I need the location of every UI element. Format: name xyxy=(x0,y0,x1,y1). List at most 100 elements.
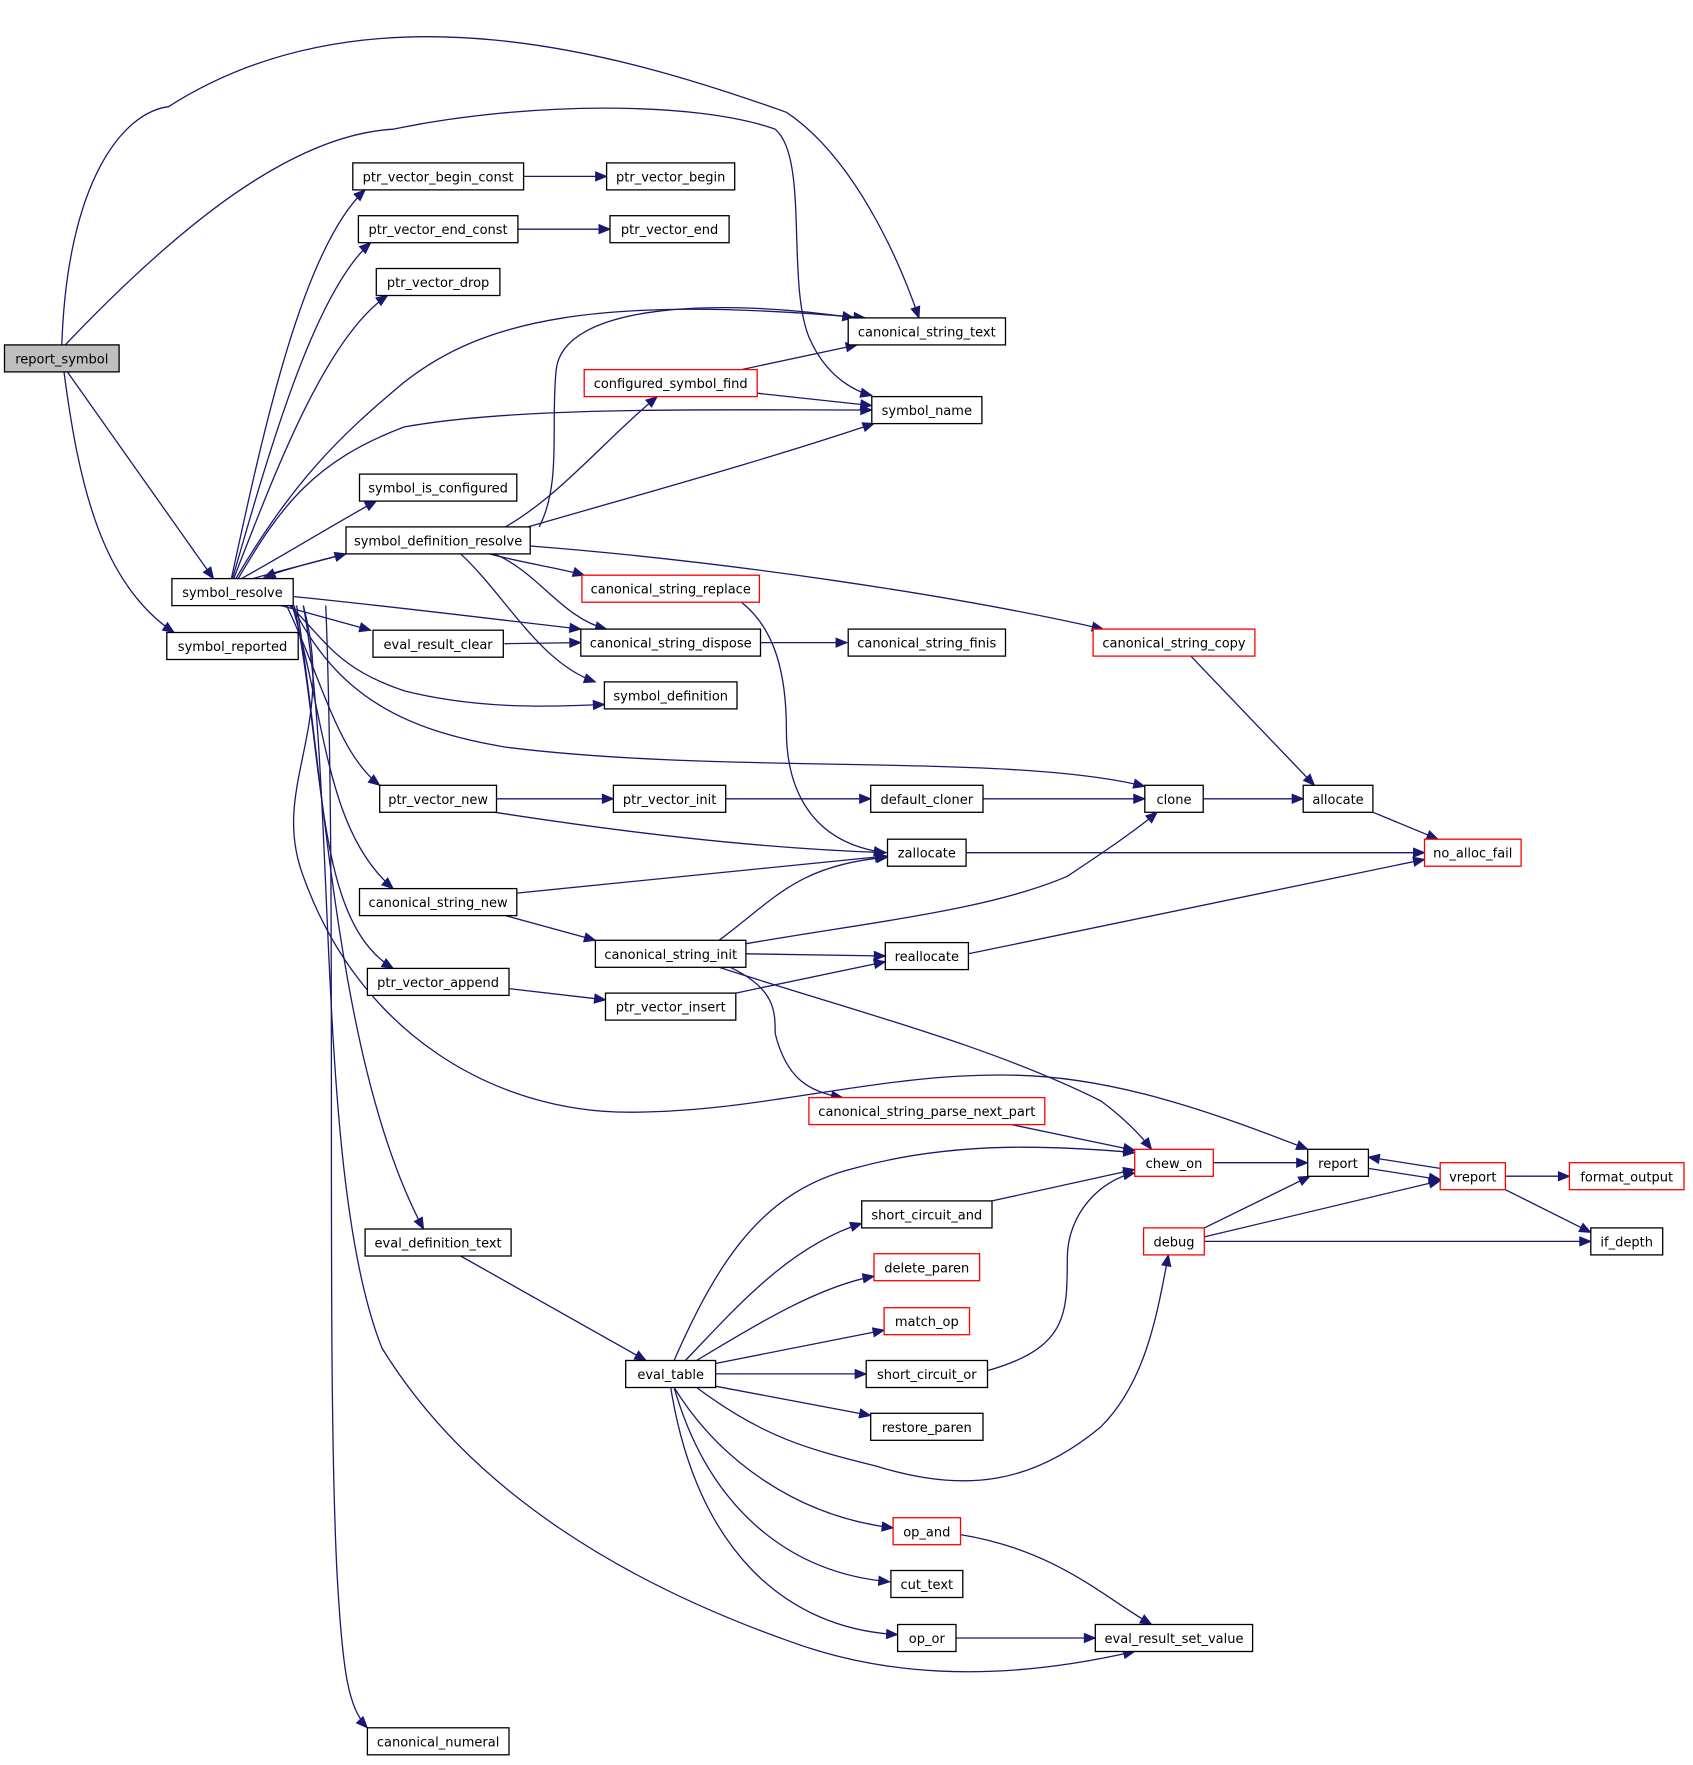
node-label: zallocate xyxy=(898,847,956,862)
node-debug[interactable]: debug xyxy=(1142,1227,1205,1256)
node-symbol-name[interactable]: symbol_name xyxy=(871,395,983,425)
node-label: eval_definition_text xyxy=(375,1237,502,1252)
node-eval-result-set-value[interactable]: eval_result_set_value xyxy=(1094,1623,1254,1653)
node-match-op[interactable]: match_op xyxy=(883,1307,971,1336)
edge-symbol_definition_resolve-to-canonical_string_text xyxy=(538,307,856,528)
node-canonical-string-new[interactable]: canonical_string_new xyxy=(358,887,518,917)
node-symbol-resolve[interactable]: symbol_resolve xyxy=(171,577,294,607)
node-no-alloc-fail[interactable]: no_alloc_fail xyxy=(1423,838,1522,867)
node-label: ptr_vector_begin_const xyxy=(363,170,514,185)
edge-symbol_resolve-to-clone xyxy=(291,605,1147,789)
edge-vreport-to-if_depth xyxy=(1505,1189,1592,1233)
node-label: op_or xyxy=(909,1632,946,1647)
node-configured-symbol-find[interactable]: configured_symbol_find xyxy=(583,368,758,398)
call-edges xyxy=(61,36,1593,1729)
node-label: symbol_name xyxy=(882,404,972,419)
node-label: chew_on xyxy=(1146,1157,1203,1172)
node-eval-table[interactable]: eval_table xyxy=(625,1359,717,1389)
node-label: symbol_is_configured xyxy=(368,482,508,497)
node-canonical-string-finis[interactable]: canonical_string_finis xyxy=(847,628,1007,657)
node-format-output[interactable]: format_output xyxy=(1568,1162,1685,1191)
node-label: canonical_string_init xyxy=(604,948,737,963)
node-label: short_circuit_or xyxy=(877,1368,977,1383)
node-op-and[interactable]: op_and xyxy=(892,1517,962,1546)
node-chew-on[interactable]: chew_on xyxy=(1134,1148,1214,1177)
edge-reallocate-to-no_alloc_fail xyxy=(968,856,1426,955)
edge-op_or-to-eval_result_set_value xyxy=(956,1632,1097,1644)
node-delete-paren[interactable]: delete_paren xyxy=(873,1253,981,1282)
node-cut-text[interactable]: cut_text xyxy=(890,1569,964,1599)
call-nodes: report_symbolsymbol_resolvesymbol_report… xyxy=(3,162,1685,1756)
edge-ptr_vector_init-to-default_cloner xyxy=(725,793,872,804)
node-eval-result-clear[interactable]: eval_result_clear xyxy=(372,629,504,658)
node-symbol-definition-resolve[interactable]: symbol_definition_resolve xyxy=(345,526,531,555)
edge-symbol_resolve-to-symbol_name xyxy=(237,404,874,579)
node-label: symbol_resolve xyxy=(182,586,283,601)
edge-debug-to-vreport xyxy=(1204,1178,1442,1238)
edge-configured_symbol_find-to-symbol_name xyxy=(757,392,874,410)
node-canonical-string-copy[interactable]: canonical_string_copy xyxy=(1092,628,1256,657)
node-label: ptr_vector_append xyxy=(377,976,499,991)
edge-ptr_vector_new-to-zallocate xyxy=(494,811,888,858)
node-canonical-string-dispose[interactable]: canonical_string_dispose xyxy=(580,628,762,657)
node-label: canonical_string_dispose xyxy=(590,637,752,652)
node-ptr-vector-end[interactable]: ptr_vector_end xyxy=(609,215,730,244)
edge-eval_definition_text-to-eval_table xyxy=(460,1255,648,1362)
edge-canonical_string_new-to-canonical_string_init xyxy=(505,914,597,943)
node-ptr-vector-new[interactable]: ptr_vector_new xyxy=(379,784,498,813)
node-short-circuit-or[interactable]: short_circuit_or xyxy=(865,1359,989,1389)
node-eval-definition-text[interactable]: eval_definition_text xyxy=(364,1228,512,1257)
node-clone[interactable]: clone xyxy=(1144,784,1204,813)
node-label: format_output xyxy=(1580,1170,1673,1185)
edge-symbol_resolve-to-canonical_numeral xyxy=(325,605,369,1729)
node-allocate[interactable]: allocate xyxy=(1302,784,1374,813)
node-canonical-string-init[interactable]: canonical_string_init xyxy=(594,939,747,968)
edge-symbol_resolve-to-ptr_vector_drop xyxy=(233,294,389,579)
node-ptr-vector-begin-const[interactable]: ptr_vector_begin_const xyxy=(352,162,525,191)
node-symbol-is-configured[interactable]: symbol_is_configured xyxy=(358,473,518,502)
node-ptr-vector-drop[interactable]: ptr_vector_drop xyxy=(375,267,501,297)
node-symbol-reported[interactable]: symbol_reported xyxy=(166,631,299,661)
node-label: symbol_definition_resolve xyxy=(354,534,522,549)
node-label: canonical_string_copy xyxy=(1102,637,1246,652)
edge-canonical_string_copy-to-allocate xyxy=(1190,655,1316,787)
node-label: eval_result_set_value xyxy=(1105,1632,1244,1647)
node-symbol-definition[interactable]: symbol_definition xyxy=(603,681,738,710)
edge-symbol_resolve-to-canonical_string_dispose xyxy=(293,595,583,634)
node-label: clone xyxy=(1157,793,1192,808)
node-label: short_circuit_and xyxy=(871,1209,982,1224)
node-ptr-vector-init[interactable]: ptr_vector_init xyxy=(612,784,727,813)
node-default-cloner[interactable]: default_cloner xyxy=(870,784,984,813)
node-restore-paren[interactable]: restore_paren xyxy=(870,1412,984,1441)
node-vreport[interactable]: vreport xyxy=(1439,1162,1507,1191)
node-canonical-numeral[interactable]: canonical_numeral xyxy=(366,1727,510,1756)
edge-eval_table-to-cut_text xyxy=(673,1387,892,1587)
node-short-circuit-and[interactable]: short_circuit_and xyxy=(861,1200,993,1229)
node-ptr-vector-append[interactable]: ptr_vector_append xyxy=(366,967,510,997)
node-report[interactable]: report xyxy=(1307,1148,1370,1177)
edge-eval_table-to-restore_paren xyxy=(709,1384,872,1419)
edge-symbol_definition_resolve-to-canonical_string_replace xyxy=(488,553,586,577)
node-ptr-vector-end-const[interactable]: ptr_vector_end_const xyxy=(357,215,519,244)
node-canonical-string-replace[interactable]: canonical_string_replace xyxy=(581,574,761,603)
node-ptr-vector-begin[interactable]: ptr_vector_begin xyxy=(605,162,736,191)
edge-report_symbol-to-symbol_name xyxy=(64,107,874,398)
edge-report_symbol-to-symbol_resolve xyxy=(66,371,215,580)
edge-canonical_string_new-to-zallocate xyxy=(516,851,888,894)
node-op-or[interactable]: op_or xyxy=(896,1623,957,1653)
node-label: report xyxy=(1318,1157,1358,1172)
node-label: if_depth xyxy=(1600,1235,1653,1250)
edge-symbol_resolve-to-ptr_vector_append xyxy=(293,605,395,970)
node-canonical-string-parse-next-part[interactable]: canonical_string_parse_next_part xyxy=(808,1096,1046,1126)
edge-symbol_definition_resolve-to-symbol_name xyxy=(527,422,876,528)
node-if-depth[interactable]: if_depth xyxy=(1590,1227,1664,1256)
edge-ptr_vector_new-to-ptr_vector_init xyxy=(496,793,615,804)
node-canonical-string-text[interactable]: canonical_string_text xyxy=(847,317,1007,346)
edge-default_cloner-to-clone xyxy=(983,793,1147,804)
edge-debug-to-if_depth xyxy=(1204,1236,1593,1247)
node-ptr-vector-insert[interactable]: ptr_vector_insert xyxy=(604,992,737,1021)
node-reallocate[interactable]: reallocate xyxy=(884,941,970,971)
edge-short_circuit_and-to-chew_on xyxy=(991,1166,1136,1202)
node-zallocate[interactable]: zallocate xyxy=(886,838,967,867)
